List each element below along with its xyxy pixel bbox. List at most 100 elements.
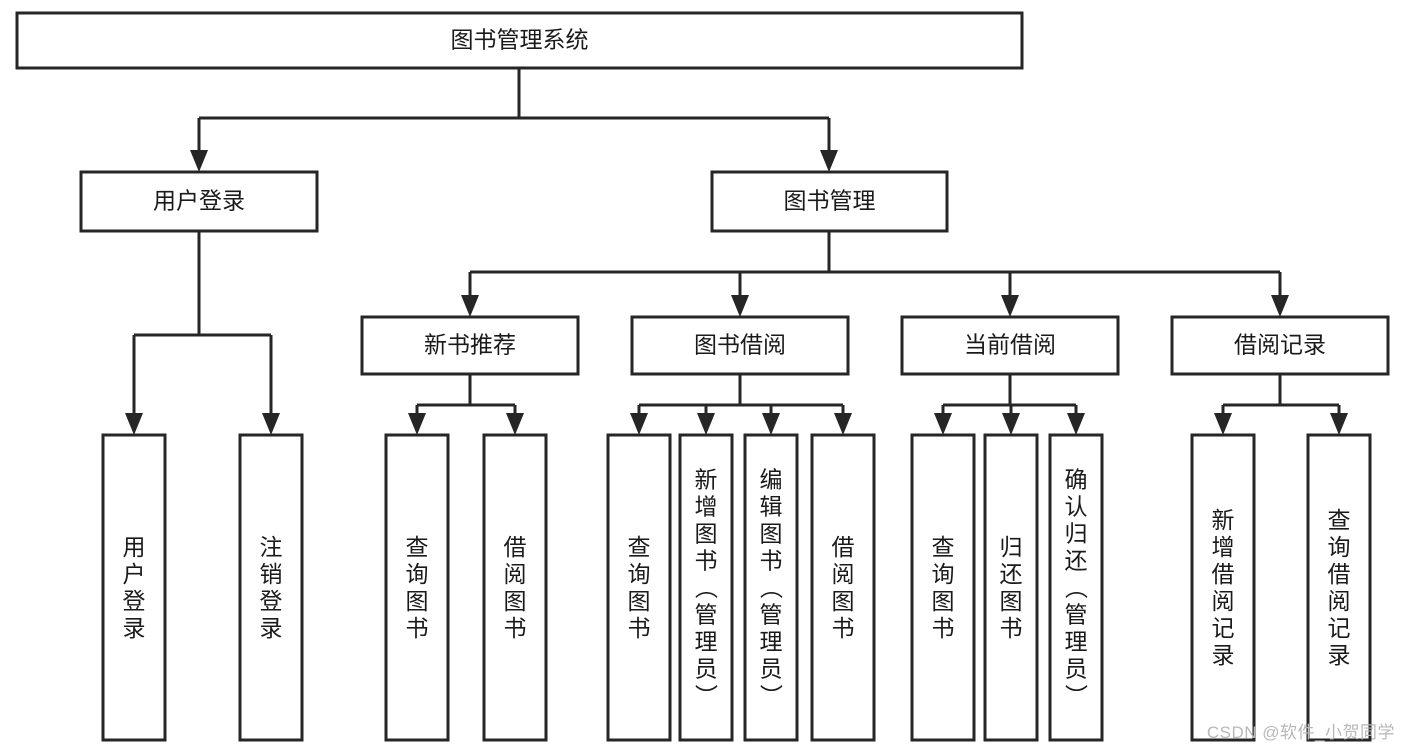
svg-text:录: 录 — [260, 615, 283, 641]
svg-text:书: 书 — [932, 615, 955, 641]
node-box-current-borrow[interactable] — [900, 315, 1120, 376]
node-box-user-login[interactable] — [79, 170, 319, 233]
svg-text:归: 归 — [1065, 521, 1088, 547]
node-box-leaf-add-book[interactable] — [678, 433, 734, 742]
node-box-leaf-logout[interactable] — [238, 433, 304, 742]
node-box-leaf-confirm-return[interactable] — [1048, 433, 1104, 742]
svg-text:录: 录 — [1328, 642, 1351, 668]
node-label-root: 图书管理系统 — [451, 27, 589, 53]
node-borrow-record[interactable]: 借阅记录 — [1170, 315, 1390, 376]
svg-text:理: 理 — [695, 629, 718, 655]
node-box-leaf-query-record[interactable] — [1306, 433, 1372, 742]
svg-text:还: 还 — [1065, 548, 1088, 574]
svg-text:书: 书 — [504, 615, 527, 641]
svg-text:（: （ — [1063, 576, 1089, 599]
node-root[interactable]: 图书管理系统 — [15, 11, 1024, 70]
svg-text:图: 图 — [832, 588, 855, 614]
svg-text:借: 借 — [504, 534, 527, 560]
node-box-new-book-recommend[interactable] — [360, 315, 580, 376]
svg-text:编: 编 — [760, 467, 783, 493]
node-box-book-borrow[interactable] — [630, 315, 850, 376]
watermark-text: CSDN @软件_小贺同学 — [1206, 723, 1395, 742]
node-label-book-borrow: 图书借阅 — [694, 332, 786, 358]
svg-text:管: 管 — [760, 602, 783, 628]
svg-text:（: （ — [758, 576, 784, 599]
svg-text:书: 书 — [628, 615, 651, 641]
svg-text:书: 书 — [406, 615, 429, 641]
svg-text:借: 借 — [1212, 561, 1235, 587]
node-box-leaf-query-book-2[interactable] — [606, 433, 672, 742]
svg-text:图: 图 — [628, 588, 651, 614]
svg-text:书: 书 — [695, 548, 718, 574]
svg-text:询: 询 — [1328, 534, 1351, 560]
svg-text:确: 确 — [1065, 467, 1088, 493]
svg-text:图: 图 — [504, 588, 527, 614]
node-box-leaf-query-book-1[interactable] — [384, 433, 450, 742]
node-box-leaf-add-record[interactable] — [1190, 433, 1256, 742]
svg-text:注: 注 — [260, 534, 283, 560]
svg-text:理: 理 — [1065, 629, 1088, 655]
svg-text:）: ） — [1063, 684, 1089, 707]
svg-text:记: 记 — [1212, 615, 1235, 641]
svg-text:户: 户 — [123, 561, 146, 587]
node-box-book-manage[interactable] — [710, 170, 949, 233]
nodes-layer: 图书管理系统用户登录图书管理新书推荐图书借阅当前借阅借阅记录用户登录注销登录查询… — [15, 11, 1390, 742]
node-book-manage[interactable]: 图书管理 — [710, 170, 949, 233]
node-box-leaf-query-book-3[interactable] — [910, 433, 976, 742]
svg-text:录: 录 — [123, 615, 146, 641]
node-box-leaf-borrow-book-2[interactable] — [810, 433, 876, 742]
node-book-borrow[interactable]: 图书借阅 — [630, 315, 850, 376]
svg-text:登: 登 — [123, 588, 146, 614]
node-label-user-login: 用户登录 — [153, 188, 245, 214]
svg-text:借: 借 — [832, 534, 855, 560]
svg-text:询: 询 — [932, 561, 955, 587]
node-box-leaf-borrow-book-1[interactable] — [482, 433, 548, 742]
svg-text:增: 增 — [695, 494, 718, 520]
svg-text:记: 记 — [1328, 615, 1351, 641]
svg-text:图: 图 — [695, 521, 718, 547]
node-box-borrow-record[interactable] — [1170, 315, 1390, 376]
svg-text:员: 员 — [1065, 656, 1088, 682]
svg-text:图: 图 — [760, 521, 783, 547]
node-current-borrow[interactable]: 当前借阅 — [900, 315, 1120, 376]
node-box-leaf-user-login[interactable] — [101, 433, 167, 742]
svg-text:书: 书 — [1000, 615, 1023, 641]
node-box-leaf-return-book[interactable] — [983, 433, 1039, 742]
node-box-root[interactable] — [15, 11, 1024, 70]
node-leaf-user-login[interactable]: 用户登录 — [101, 433, 167, 742]
svg-text:查: 查 — [406, 534, 429, 560]
svg-text:借: 借 — [1328, 561, 1351, 587]
node-user-login[interactable]: 用户登录 — [79, 170, 319, 233]
svg-text:录: 录 — [1212, 642, 1235, 668]
node-box-leaf-edit-book[interactable] — [743, 433, 799, 742]
node-label-leaf-user-login: 用户登录 — [123, 534, 146, 641]
node-new-book-recommend[interactable]: 新书推荐 — [360, 315, 580, 376]
node-label-borrow-record: 借阅记录 — [1234, 332, 1326, 358]
connector-current-borrow — [934, 374, 1085, 435]
svg-text:图: 图 — [406, 588, 429, 614]
svg-text:阅: 阅 — [504, 561, 527, 587]
svg-text:图: 图 — [932, 588, 955, 614]
